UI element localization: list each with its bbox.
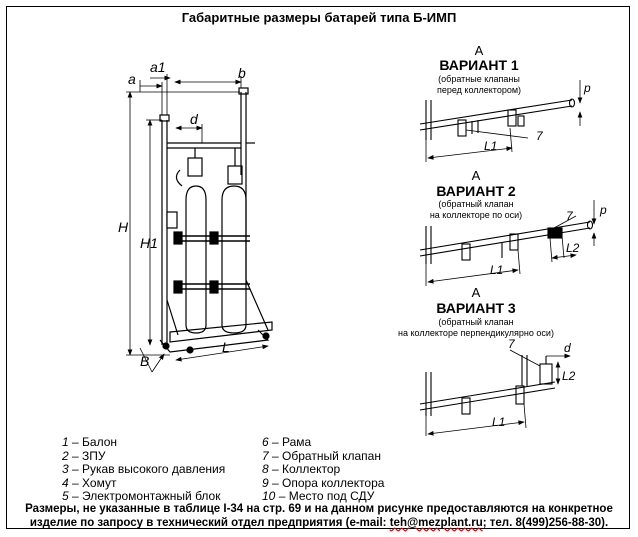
variant2-dim-l2: L2 (566, 241, 580, 255)
dim-L: L (222, 339, 230, 355)
legend-right: 6 – Рама 7 – Обратный клапан 8 – Коллект… (262, 435, 385, 504)
variant1-dim-l1: L1 (484, 139, 497, 153)
drawing-title: Габаритные размеры батарей типа Б-ИМП (181, 10, 457, 25)
variant2-dim-7: 7 (566, 209, 574, 223)
legend-item: 4 – Хомут (62, 475, 117, 490)
variant1-note-line1: (обратные клапаны (438, 74, 520, 84)
legend-item: 9 – Опора коллектора (262, 475, 385, 490)
variant3-dim-d: d (564, 341, 571, 355)
legend-item: 10 – Место под СДУ (262, 489, 375, 503)
legend-left: 1 – Балон 2 – ЗПУ 3 – Рукав высокого дав… (62, 435, 226, 504)
variant1-dim-p: p (583, 81, 591, 95)
legend-item: 7 – Обратный клапан (262, 448, 381, 463)
variant1-view (419, 80, 583, 162)
footer-note: Размеры, не указанные в таблице I-34 на … (10, 502, 628, 530)
dim-B: B (140, 353, 149, 369)
variant2-note-line1: (обратный клапан (438, 199, 513, 209)
drawing-frame (6, 6, 630, 529)
variant2-note-line2: на коллекторе по оси) (430, 210, 522, 220)
main-dimension-labels: a a1 b d H H1 L B (118, 59, 246, 369)
variant1-title: ВАРИАНТ 1 (439, 57, 519, 73)
variant3-labels: А ВАРИАНТ 3 (обратный клапан на коллекто… (398, 285, 576, 429)
dim-a1: a1 (150, 59, 166, 75)
legend-item: 1 – Балон (62, 435, 118, 449)
legend-item: 8 – Коллектор (262, 462, 341, 476)
email-link[interactable]: teh@mezplant.ru (389, 517, 483, 529)
variant2-view (419, 200, 597, 286)
variant3-dim-7: 7 (508, 337, 516, 351)
dim-H: H (118, 219, 129, 235)
variant3-dim-l2: L2 (562, 369, 576, 383)
legend-item: 2 – ЗПУ (62, 448, 106, 463)
dim-b: b (238, 65, 246, 81)
variant3-note-line2: на коллекторе перпендикулярно оси) (398, 328, 554, 338)
variant3-title: ВАРИАНТ 3 (436, 300, 516, 316)
variant2-dim-p: p (599, 203, 607, 217)
battery-main-view (126, 74, 273, 373)
legend-item: 6 – Рама (262, 435, 312, 449)
dim-H1: H1 (140, 235, 158, 251)
legend-item: 3 – Рукав высокого давления (62, 462, 226, 476)
variant2-view-letter: А (472, 168, 481, 183)
variant1-dim-7: 7 (536, 129, 544, 143)
variant3-view (419, 349, 571, 436)
variant2-title: ВАРИАНТ 2 (436, 183, 516, 199)
variant3-view-letter: А (472, 285, 481, 300)
footer-line1: Размеры, не указанные в таблице I-34 на … (25, 503, 613, 515)
variant1-view-letter: А (475, 43, 484, 58)
footer-line2: изделие по запросу в технический отдел п… (29, 517, 609, 529)
dim-d: d (190, 111, 199, 127)
legend-item: 5 – Электромонтажный блок (62, 489, 221, 503)
variant3-note-line1: (обратный клапан (438, 317, 513, 327)
variant2-labels: А ВАРИАНТ 2 (обратный клапан на коллекто… (430, 168, 607, 277)
variant3-dim-l1: L1 (492, 415, 505, 429)
variant1-labels: А ВАРИАНТ 1 (обратные клапаны перед колл… (437, 43, 591, 153)
variant1-note-line2: перед коллектором) (437, 85, 521, 95)
variant2-dim-l1: L1 (490, 263, 503, 277)
dim-a: a (128, 71, 136, 87)
